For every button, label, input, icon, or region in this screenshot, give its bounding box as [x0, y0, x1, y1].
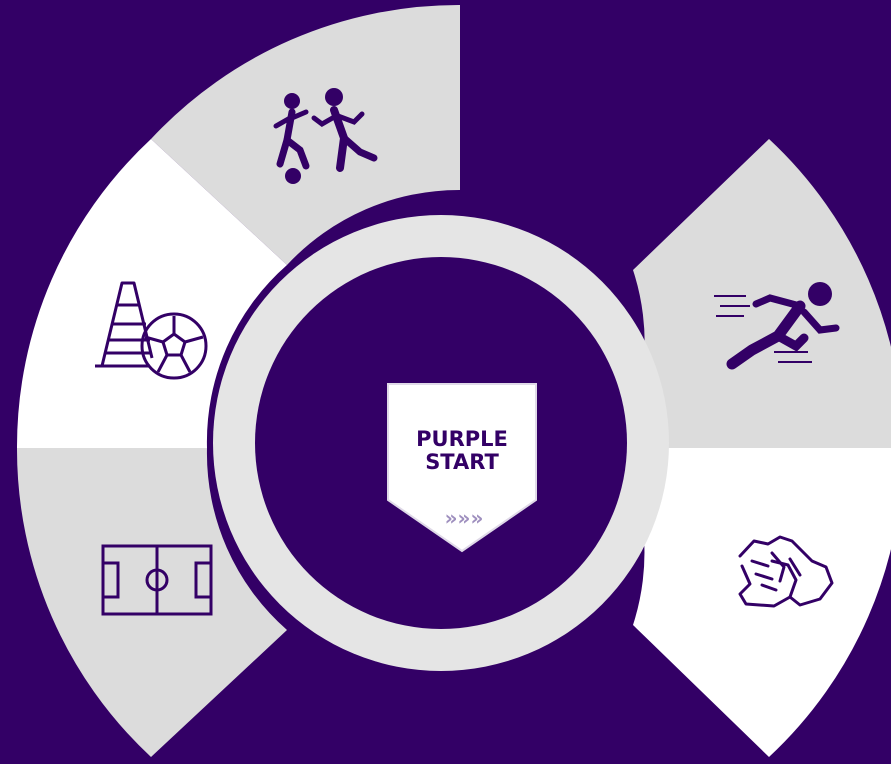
purple-start-logo: PURPLE START »»» — [387, 383, 537, 553]
football-pitch-icon — [101, 544, 213, 616]
segment-sprinter — [620, 139, 891, 448]
shield-shape — [387, 383, 537, 553]
cone-and-ball-icon — [95, 281, 208, 380]
segment-pitch — [16, 448, 288, 757]
logo-line2: START — [425, 450, 499, 474]
segment-cone-ball — [16, 139, 288, 448]
sprinter-icon — [714, 282, 840, 370]
segment-hands — [620, 448, 891, 757]
segment-players — [151, 4, 460, 266]
clasped-hands-icon — [738, 535, 834, 608]
players-with-ball-icon — [273, 88, 378, 184]
logo-line1: PURPLE — [416, 427, 508, 451]
logo-arrows: »»» — [445, 506, 484, 530]
